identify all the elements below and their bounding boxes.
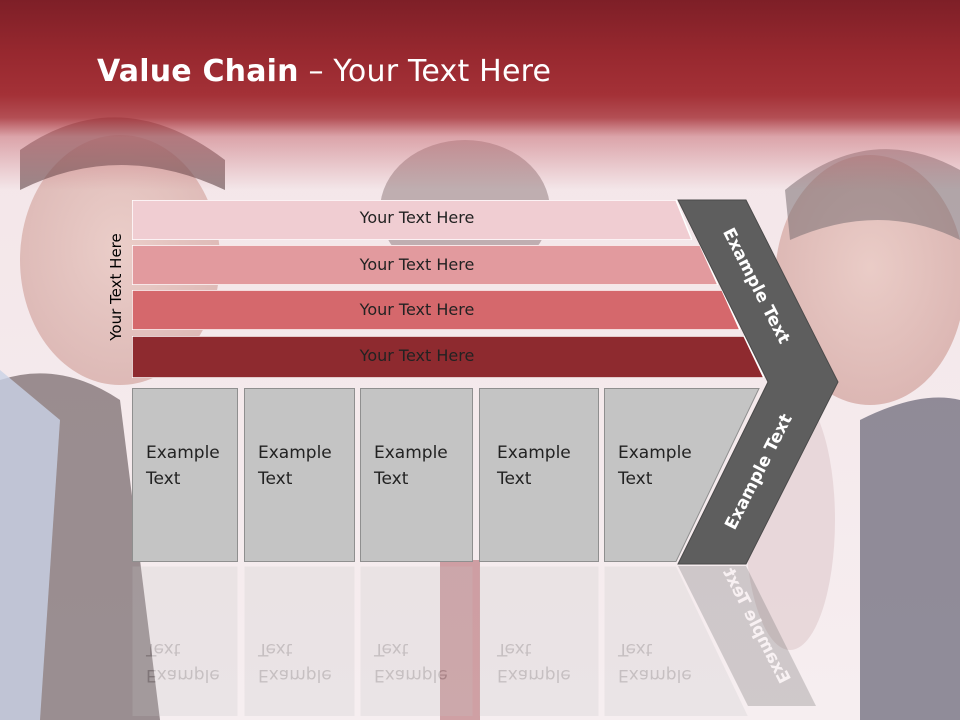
refl-4-line1: Example <box>497 665 571 685</box>
box-3-reflection: Example Text <box>360 566 473 716</box>
refl-3-line1: Example <box>374 665 448 685</box>
title-bold: Value Chain <box>97 54 299 89</box>
chevron-reflection: Example Text <box>676 566 816 716</box>
bar-1: Your Text Here <box>132 200 692 240</box>
title-rest: – Your Text Here <box>298 54 552 89</box>
bar-2-label: Your Text Here <box>359 255 475 274</box>
slide-title: Value Chain – Your Text Here <box>97 54 551 89</box>
bar-3-label: Your Text Here <box>359 300 475 319</box>
refl-1-line1: Example <box>146 665 220 685</box>
refl-4-line2: Text <box>497 639 532 659</box>
bar-2: Your Text Here <box>132 245 718 285</box>
bar-4-label: Your Text Here <box>359 346 475 365</box>
box-4-line1: Example <box>497 443 571 463</box>
refl-2-line1: Example <box>258 665 332 685</box>
refl-2-line2: Text <box>258 639 293 659</box>
box-3-line1: Example <box>374 443 448 463</box>
bar-1-label: Your Text Here <box>359 208 475 227</box>
header-band <box>0 0 960 190</box>
refl-3-line2: Text <box>374 639 409 659</box>
box-3-line2: Text <box>374 469 409 489</box>
bar-4: Your Text Here <box>132 336 764 378</box>
box-2-line1: Example <box>258 443 332 463</box>
box-5-line2: Text <box>618 469 653 489</box>
bar-3: Your Text Here <box>132 290 740 330</box>
box-2-reflection: Example Text <box>244 566 355 716</box>
refl-1-line2: Text <box>146 639 181 659</box>
box-1-line2: Text <box>146 469 181 489</box>
box-4-reflection: Example Text <box>479 566 599 716</box>
refl-5-line2: Text <box>618 639 653 659</box>
box-4-line2: Text <box>497 469 532 489</box>
box-5-line1: Example <box>618 443 692 463</box>
box-1-line1: Example <box>146 443 220 463</box>
box-1-reflection: Example Text <box>132 566 238 716</box>
box-2-line2: Text <box>258 469 293 489</box>
